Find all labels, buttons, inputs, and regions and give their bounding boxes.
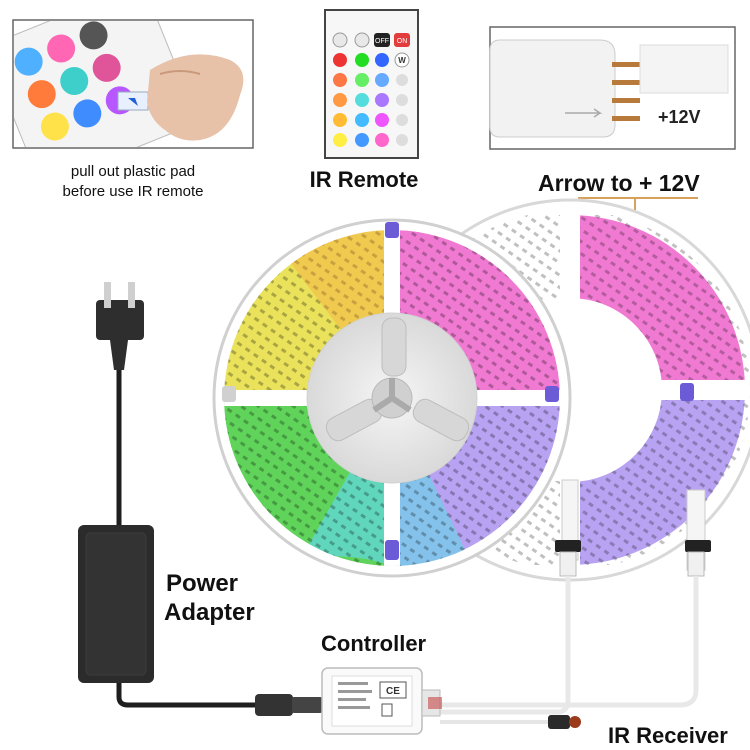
voltage-label: +12V xyxy=(658,107,701,127)
reel-hub xyxy=(306,312,478,484)
svg-text:OFF: OFF xyxy=(375,38,389,45)
svg-text:ON: ON xyxy=(397,38,408,45)
hand-icon xyxy=(147,54,244,141)
dc-cable xyxy=(116,683,255,708)
pad-caption-1: pull out plastic pad xyxy=(71,163,195,180)
ir-receiver-label: IR Receiver xyxy=(608,723,728,748)
svg-text:CE: CE xyxy=(386,686,400,697)
strip-end xyxy=(639,44,729,94)
plug-head xyxy=(96,300,144,340)
power-label-2: Adapter xyxy=(164,599,255,626)
connector-pins xyxy=(612,62,640,121)
ir-sensor-head xyxy=(548,715,570,729)
controller-label: Controller xyxy=(321,631,427,656)
strip-leads xyxy=(440,479,711,715)
svg-text:W: W xyxy=(398,56,406,65)
pad-caption-2: before use IR remote xyxy=(63,183,204,200)
ir-remote-inset: OFF ON W xyxy=(310,9,419,192)
arrow-to-12v-label: Arrow to + 12V xyxy=(538,170,700,196)
arrow-mark-icon xyxy=(565,108,603,118)
ir-receiver: IR Receiver xyxy=(440,715,728,748)
ir-remote-label: IR Remote xyxy=(310,167,419,192)
led-reel-front xyxy=(212,218,572,578)
mini-remote xyxy=(14,21,197,147)
power-adapter: Power Adapter xyxy=(78,282,322,716)
off-key xyxy=(374,33,390,47)
controller-unit: Controller CE xyxy=(321,631,442,735)
remote-keypad: OFF ON W xyxy=(332,32,410,147)
pad-removal-inset: pull out plastic pad before use IR remot… xyxy=(12,19,254,200)
connector-housing xyxy=(489,39,616,138)
power-label-1: Power xyxy=(166,570,238,597)
blue-arrow-icon xyxy=(128,98,138,106)
on-key xyxy=(394,33,410,47)
connector-inset: +12V Arrow to + 12V xyxy=(489,26,736,196)
